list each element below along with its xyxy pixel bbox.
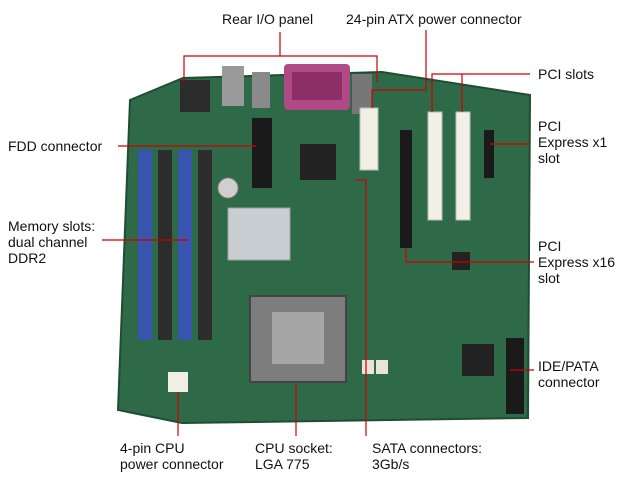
label-cpu-socket: CPU socket: LGA 775 — [255, 440, 333, 472]
label-sata-connectors: SATA connectors: 3Gb/s — [372, 440, 482, 472]
leader-line-atx-power — [371, 30, 427, 108]
label-fdd-connector: FDD connector — [8, 138, 103, 154]
motherboard-pcb — [116, 70, 532, 425]
label-ide-pata-connector: IDE/PATA connector — [538, 358, 600, 390]
label-atx-power-connector: 24-pin ATX power connector — [346, 11, 522, 27]
chip — [300, 144, 336, 180]
chipset-heatsink — [227, 207, 291, 261]
leader-line-sata — [356, 179, 367, 436]
memory-slots — [138, 150, 212, 340]
label-cpu-power-connector: 4-pin CPU power connector — [120, 440, 224, 472]
chip — [462, 344, 494, 376]
ide-pata-connector — [506, 338, 524, 414]
rear-io-ports — [180, 64, 372, 114]
leader-lines — [102, 30, 534, 436]
label-pci-express-x16: PCI Express x16 slot — [538, 238, 616, 286]
cmos-battery — [217, 177, 239, 199]
label-memory-slots: Memory slots: dual channel DDR2 — [8, 218, 96, 266]
pci-express-x16-slot — [400, 130, 412, 248]
chip — [452, 252, 470, 270]
sata-connectors — [362, 360, 388, 374]
leader-line-pci-slots — [431, 73, 530, 112]
cpu-socket — [249, 295, 347, 383]
leader-line-pci-express-x16 — [405, 248, 534, 263]
label-rear-io-panel: Rear I/O panel — [222, 11, 314, 27]
atx-power-connector — [359, 107, 379, 171]
cpu-power-connector — [168, 372, 188, 392]
pci-express-x1-slot — [484, 130, 494, 178]
label-pci-slots: PCI slots — [538, 66, 595, 82]
fdd-connector — [252, 118, 272, 188]
label-pci-express-x1: PCI Express x1 slot — [538, 118, 608, 166]
pci-slots — [427, 111, 471, 221]
